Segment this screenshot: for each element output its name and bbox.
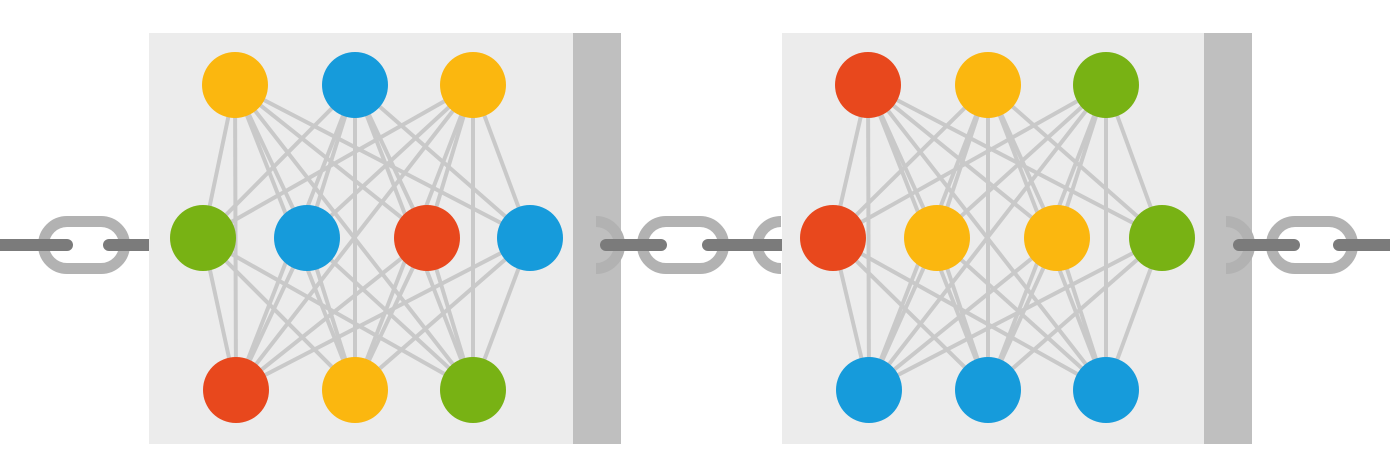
block-2-network-nodes: [800, 52, 1195, 423]
block-1-node-blue: [322, 52, 388, 118]
block-1-node-yellow: [202, 52, 268, 118]
chain-middle-connector-bar: [600, 239, 667, 251]
block-2-edge: [831, 83, 990, 240]
block-2-edge: [867, 236, 1059, 392]
block-2-edge: [832, 236, 1107, 392]
block-1-edge: [202, 83, 474, 240]
chain-left-connector-bar: [0, 239, 73, 251]
block-2-node-yellow: [955, 52, 1021, 118]
block-2-node-green: [1073, 52, 1139, 118]
block-2-edge: [866, 84, 871, 391]
block-1-node-green: [170, 205, 236, 271]
block-1-edge: [201, 83, 357, 240]
block-1-edge: [234, 236, 429, 392]
block-1-node-yellow: [440, 52, 506, 118]
block-2-node-yellow: [1024, 205, 1090, 271]
block-1-edge: [201, 236, 357, 392]
block-2-edge: [867, 83, 1108, 392]
chain-left-connector-bar: [103, 239, 149, 251]
block-1: [149, 33, 621, 444]
block-2-node-yellow: [904, 205, 970, 271]
chain-right: [1225, 216, 1390, 274]
block-2-edge: [831, 236, 990, 392]
chain-left: [0, 216, 149, 274]
block-1-node-red: [203, 357, 269, 423]
block-2-edge: [867, 83, 1163, 240]
block-2-node-red: [835, 52, 901, 118]
chain-middle: [595, 216, 782, 274]
chain-right-connector-bar: [1233, 239, 1300, 251]
block-1-node-blue: [274, 205, 340, 271]
block-2-node-blue: [955, 357, 1021, 423]
block-2-edge: [832, 83, 1107, 240]
chain-right-connector-bar: [1333, 239, 1390, 251]
block-1-node-red: [394, 205, 460, 271]
block-1-node-blue: [497, 205, 563, 271]
block-1-network-nodes: [170, 52, 563, 423]
block-1-edge: [234, 83, 475, 392]
block-2-node-green: [1129, 205, 1195, 271]
block-2-node-blue: [1073, 357, 1139, 423]
block-2-node-blue: [836, 357, 902, 423]
block-2: [782, 33, 1252, 444]
chain-middle-connector-bar: [702, 239, 782, 251]
block-2-node-red: [800, 205, 866, 271]
block-1-node-yellow: [322, 357, 388, 423]
block-1-edge: [202, 236, 474, 392]
block-1-node-green: [440, 357, 506, 423]
